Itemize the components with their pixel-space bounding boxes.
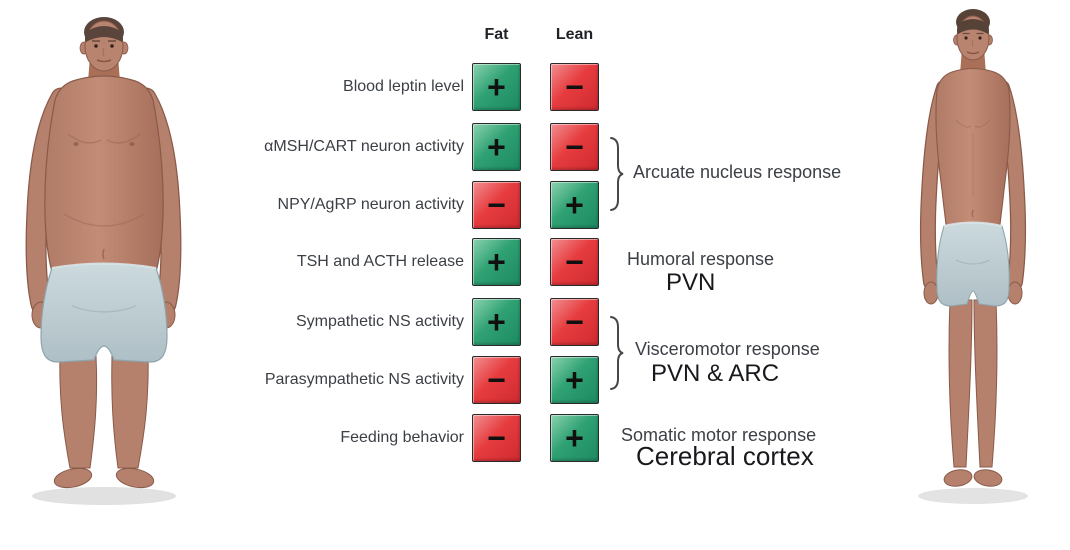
row-label: αMSH/CART neuron activity: [264, 138, 464, 155]
table-row-npy-agrp: NPY/AgRP neuron activity − +: [0, 181, 640, 229]
lean-indicator: −: [550, 123, 599, 171]
obese-man-illustration: [25, 17, 182, 505]
arms: [25, 87, 182, 329]
brace-arcuate: [610, 137, 624, 211]
table-row-tsh-acth: TSH and ACTH release + −: [0, 238, 640, 286]
annotation-visceromotor-subtitle: PVN & ARC: [651, 360, 780, 387]
legs: [53, 355, 155, 489]
row-label: Feeding behavior: [340, 429, 464, 446]
fat-indicator: +: [472, 63, 521, 111]
lean-column-header: Lean: [555, 26, 594, 43]
legs: [943, 299, 1003, 487]
lean-man-illustration: [918, 9, 1028, 504]
table-row-sympathetic: Sympathetic NS activity + −: [0, 298, 640, 346]
lean-indicator: +: [550, 414, 599, 462]
fat-indicator: −: [472, 181, 521, 229]
annotation-arcuate-title: Arcuate nucleus response: [633, 162, 842, 182]
row-label: Blood leptin level: [343, 78, 464, 95]
row-label: TSH and ACTH release: [296, 253, 464, 270]
lean-indicator: −: [550, 63, 599, 111]
fat-indicator: +: [472, 298, 521, 346]
table-row-feeding: Feeding behavior − +: [0, 414, 640, 462]
lean-indicator: +: [550, 356, 599, 404]
row-label: Sympathetic NS activity: [295, 313, 464, 330]
lean-indicator: −: [550, 298, 599, 346]
annotation-humoral-subtitle: PVN: [666, 269, 716, 296]
table-row-parasympathetic: Parasympathetic NS activity − +: [0, 356, 640, 404]
head: [953, 9, 993, 61]
torso: [44, 75, 164, 279]
ground-shadow: [32, 487, 176, 505]
row-label: NPY/AgRP neuron activity: [277, 196, 464, 213]
annotation-humoral-title: Humoral response: [627, 249, 775, 269]
fat-column-header: Fat: [484, 26, 509, 43]
annotation-somatic-title: Somatic motor response: [621, 425, 817, 445]
table-row-msh-cart: αMSH/CART neuron activity + −: [0, 123, 640, 171]
fat-indicator: −: [472, 356, 521, 404]
fat-indicator: −: [472, 414, 521, 462]
lean-indicator: +: [550, 181, 599, 229]
brace-visceromotor: [610, 316, 624, 390]
shorts: [936, 221, 1010, 307]
head: [79, 17, 129, 72]
ground-shadow: [918, 488, 1028, 504]
lean-indicator: −: [550, 238, 599, 286]
table-row-blood-leptin: Blood leptin level + −: [0, 63, 640, 111]
annotation-somatic-subtitle: Cerebral cortex: [636, 441, 814, 471]
annotation-visceromotor-title: Visceromotor response: [635, 339, 820, 359]
torso: [935, 67, 1011, 235]
fat-indicator: +: [472, 123, 521, 171]
shorts: [40, 262, 168, 363]
fat-indicator: +: [472, 238, 521, 286]
row-label: Parasympathetic NS activity: [264, 371, 464, 388]
